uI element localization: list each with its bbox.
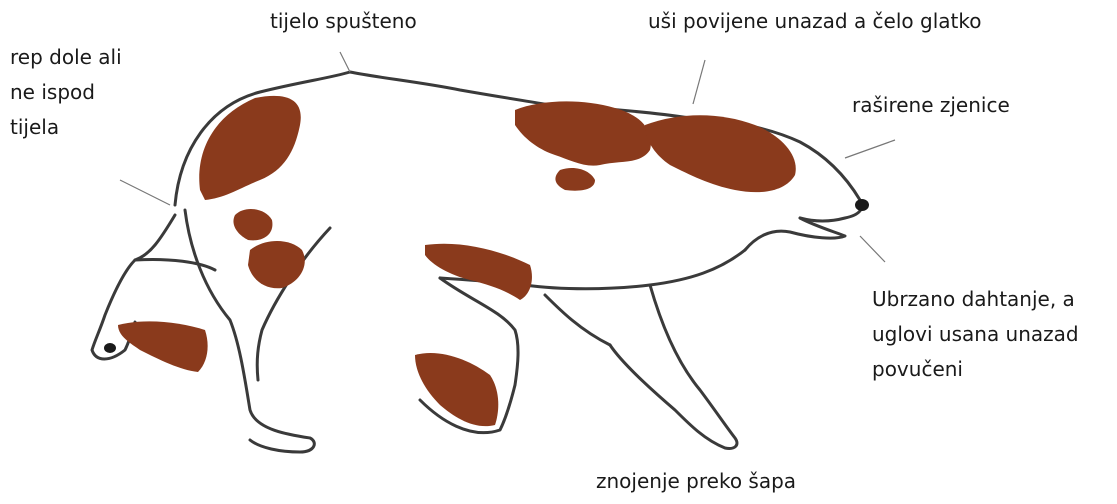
label-mouth-line-1: Ubrzano dahtanje, a (872, 282, 1079, 317)
label-mouth: Ubrzano dahtanje, a uglovi usana unazad … (872, 282, 1079, 387)
dog-front-leg-right-outline (610, 285, 737, 448)
dog-chest-outline (545, 295, 610, 345)
label-tail-line-1: rep dole ali (10, 40, 122, 75)
dog-patch-hip (248, 241, 305, 288)
dog-hind-foot-outline (135, 259, 215, 270)
dog-toe (104, 343, 116, 353)
label-tail: rep dole ali ne ispod tijela (10, 40, 122, 145)
label-pupils: raširene zjenice (852, 88, 1010, 123)
pointer-pupils (845, 140, 895, 158)
label-ears-text: uši povijene unazad a čelo glatko (648, 4, 981, 39)
dog-patch-hip-small (233, 209, 272, 240)
label-ears: uši povijene unazad a čelo glatko (648, 4, 981, 39)
dog-patch-head (645, 115, 796, 192)
dog-patch-belly (425, 244, 532, 300)
dog-nose (855, 199, 869, 211)
label-pupils-text: raširene zjenice (852, 88, 1010, 123)
label-mouth-line-2: uglovi usana unazad (872, 317, 1079, 352)
pointer-mouth (860, 236, 885, 262)
label-body-text: tijelo spušteno (270, 4, 417, 39)
label-mouth-line-3: povučeni (872, 352, 1079, 387)
dog-muzzle-outline (745, 218, 845, 250)
label-tail-line-3: tijela (10, 110, 122, 145)
dog-patch-mid (555, 168, 595, 191)
label-tail-line-2: ne ispod (10, 75, 122, 110)
dog-patch-rear-foot (118, 321, 208, 372)
pointer-tail (120, 180, 170, 205)
label-body: tijelo spušteno (270, 4, 417, 39)
label-paws: znojenje preko šapa (596, 464, 796, 499)
dog-patch-front-foot (415, 353, 498, 426)
dog-patch-shoulder (199, 96, 301, 200)
label-paws-text: znojenje preko šapa (596, 464, 796, 499)
pointer-body (340, 52, 350, 72)
pointer-ears (693, 60, 705, 104)
